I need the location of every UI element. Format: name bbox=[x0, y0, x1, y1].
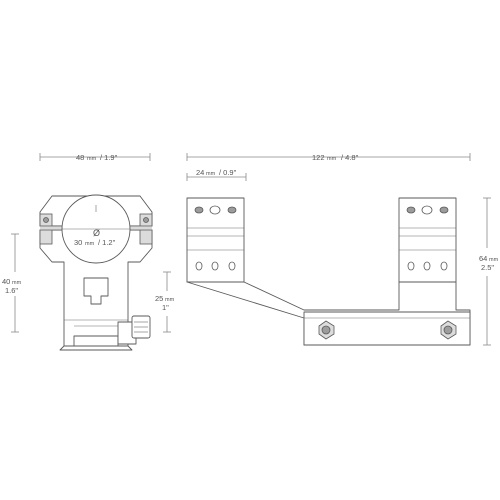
overall-height-inch: 2.5" bbox=[481, 263, 494, 272]
ring-spacing-dimension: 24 mm / 0.9" bbox=[186, 168, 247, 181]
tube-diameter-mm: 30 bbox=[74, 238, 82, 247]
center-height-inch: 1" bbox=[162, 303, 169, 312]
ring-height-unit: mm bbox=[12, 280, 22, 286]
tube-diameter-symbol: Ø bbox=[93, 228, 100, 238]
ring-height-dimension: 40 mm 1.6" bbox=[2, 233, 22, 333]
overall-length-mm: 122 bbox=[312, 153, 325, 162]
tube-diameter-inch: / 1.2" bbox=[98, 238, 116, 247]
ring-spacing-inch: / 0.9" bbox=[219, 168, 237, 177]
center-height-mm: 25 bbox=[155, 294, 163, 303]
overall-length-dimension: 122 mm / 4.8" bbox=[186, 153, 471, 162]
ring-width-mm: 48 bbox=[76, 153, 84, 162]
ring-width-unit: mm bbox=[87, 156, 97, 162]
mount-side-view bbox=[186, 197, 471, 346]
overall-length-unit: mm bbox=[327, 156, 337, 162]
ring-height-mm: 40 bbox=[2, 277, 10, 286]
overall-height-dimension: 64 mm 2.5" bbox=[479, 197, 499, 346]
ring-front-view: Ø 30 mm / 1.2" bbox=[39, 194, 153, 351]
overall-height-mm: 64 bbox=[479, 254, 487, 263]
ring-spacing-mm: 24 bbox=[196, 168, 204, 177]
ring-width-dimension: 48 mm / 1.9" bbox=[39, 153, 151, 162]
overall-length-inch: / 4.8" bbox=[341, 153, 359, 162]
ring-height-inch: 1.6" bbox=[5, 286, 18, 295]
center-height-dimension: 25 mm 1" bbox=[155, 271, 175, 333]
overall-height-unit: mm bbox=[489, 257, 499, 263]
ring-width-inch: / 1.9" bbox=[100, 153, 118, 162]
ring-spacing-unit: mm bbox=[206, 171, 216, 177]
tube-diameter-unit: mm bbox=[85, 241, 95, 247]
center-height-unit: mm bbox=[165, 297, 175, 303]
